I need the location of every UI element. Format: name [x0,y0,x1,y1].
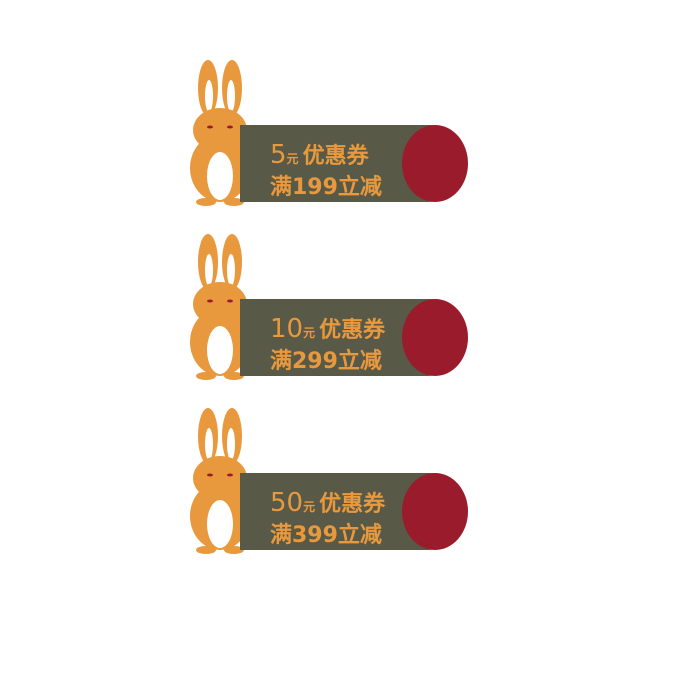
coupon-unit: 元 [303,500,316,514]
red-circle [402,299,468,376]
coupon-amount: 50 [270,488,304,518]
coupon-label: 优惠券 [319,492,386,517]
coupon-condition: 满399立减 [270,523,382,548]
rabbit-icon [190,408,250,554]
coupon-unit: 元 [303,326,316,340]
red-circle [402,125,468,202]
coupon-condition: 满199立减 [270,175,382,200]
coupon-title: 10元优惠券 [270,312,385,344]
coupon-card[interactable]: 50元优惠券 满399立减 [186,406,476,556]
red-circle [402,473,468,550]
coupon-card[interactable]: 10元优惠券 满299立减 [186,232,476,382]
coupon-amount: 5 [270,140,287,170]
coupon-card[interactable]: 5元优惠券 满199立减 [186,58,476,208]
coupon-unit: 元 [286,152,299,166]
coupon-title: 50元优惠券 [270,486,385,518]
coupon-amount: 10 [270,314,304,344]
coupon-title: 5元优惠券 [270,138,369,170]
coupon-label: 优惠券 [302,144,369,169]
coupon-condition: 满299立减 [270,349,382,374]
coupon-label: 优惠券 [319,318,386,343]
